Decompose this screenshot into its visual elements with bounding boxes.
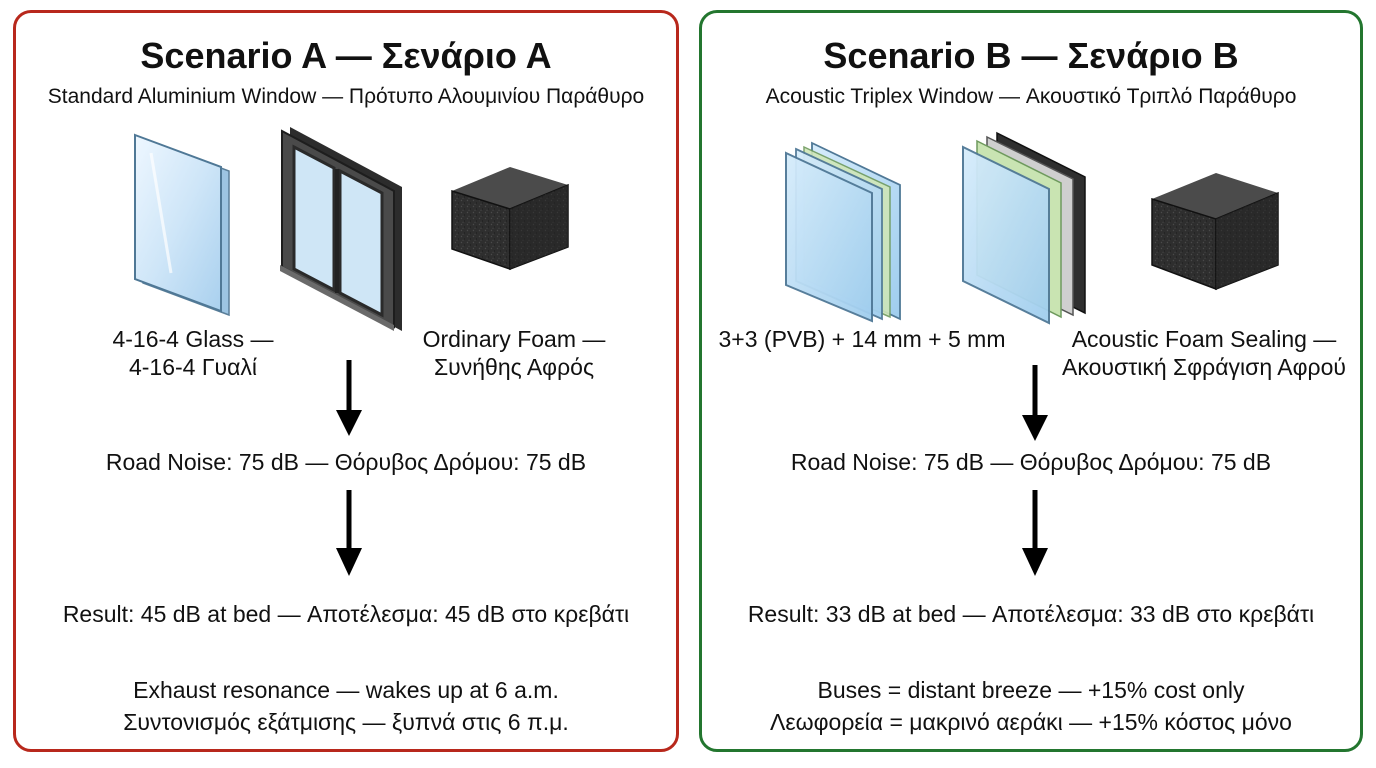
foam-block-icon	[448, 163, 570, 271]
down-arrow-icon	[1020, 363, 1050, 443]
foam-label-line-2: Ακουστική Σφράγιση Αφρού	[1062, 354, 1346, 380]
down-arrow-icon	[334, 488, 364, 578]
road-noise-text: Road Noise: 75 dB — Θόρυβος Δρόμου: 75 d…	[790, 449, 1272, 475]
acoustic-foam-block-icon	[1148, 169, 1280, 291]
aluminium-window-frame-icon	[276, 125, 406, 335]
down-arrow-icon	[334, 358, 364, 438]
glass-label-line-1: 3+3 (PVB) + 14 mm + 5 mm	[718, 326, 1006, 352]
result-text: Result: 33 dB at bed — Αποτέλεσμα: 33 dB…	[747, 601, 1315, 627]
glass-label-line-1: 4-16-4 Glass —	[112, 326, 274, 352]
foam-label: Acoustic Foam Sealing — Ακουστική Σφράγι…	[1054, 325, 1354, 381]
triple-glazing-stack-icon	[957, 131, 1092, 326]
outcome-line-2: Συντονισμός εξάτμισης — ξυπνά στις 6 π.μ…	[123, 709, 569, 735]
road-noise-text: Road Noise: 75 dB — Θόρυβος Δρόμου: 75 d…	[105, 449, 587, 475]
outcome-line-1: Buses = distant breeze — +15% cost only	[817, 677, 1245, 703]
down-arrow-icon	[1020, 488, 1050, 578]
glass-label-line-2: 4-16-4 Γυαλί	[128, 354, 258, 380]
foam-label-line-1: Acoustic Foam Sealing —	[1071, 326, 1337, 352]
glass-label: 3+3 (PVB) + 14 mm + 5 mm	[702, 325, 1022, 353]
glass-label: 4-16-4 Glass — 4-16-4 Γυαλί	[88, 325, 298, 381]
scenario-b-panel: Scenario B — Σενάριο Β Acoustic Triplex …	[699, 10, 1363, 752]
foam-label: Ordinary Foam — Συνήθης Αφρός	[409, 325, 619, 381]
scenario-a-subtitle: Standard Aluminium Window — Πρότυπο Αλου…	[47, 85, 645, 108]
glass-pane-icon	[131, 133, 243, 318]
outcome-line-2: Λεωφορεία = μακρινό αεράκι — +15% κόστος…	[770, 709, 1292, 735]
scenario-b-subtitle: Acoustic Triplex Window — Ακουστικό Τριπ…	[765, 85, 1297, 108]
result-text: Result: 45 dB at bed — Αποτέλεσμα: 45 dB…	[62, 601, 630, 627]
outcome-line-1: Exhaust resonance — wakes up at 6 a.m.	[133, 677, 559, 703]
scenario-b-title: Scenario B — Σενάριο Β	[823, 35, 1239, 76]
scenario-a-title: Scenario A — Σενάριο Α	[140, 35, 552, 76]
foam-label-line-2: Συνήθης Αφρός	[433, 354, 595, 380]
laminated-glass-layers-icon	[782, 139, 907, 324]
scenario-a-panel: Scenario A — Σενάριο Α Standard Aluminiu…	[13, 10, 679, 752]
foam-label-line-1: Ordinary Foam —	[422, 326, 606, 352]
